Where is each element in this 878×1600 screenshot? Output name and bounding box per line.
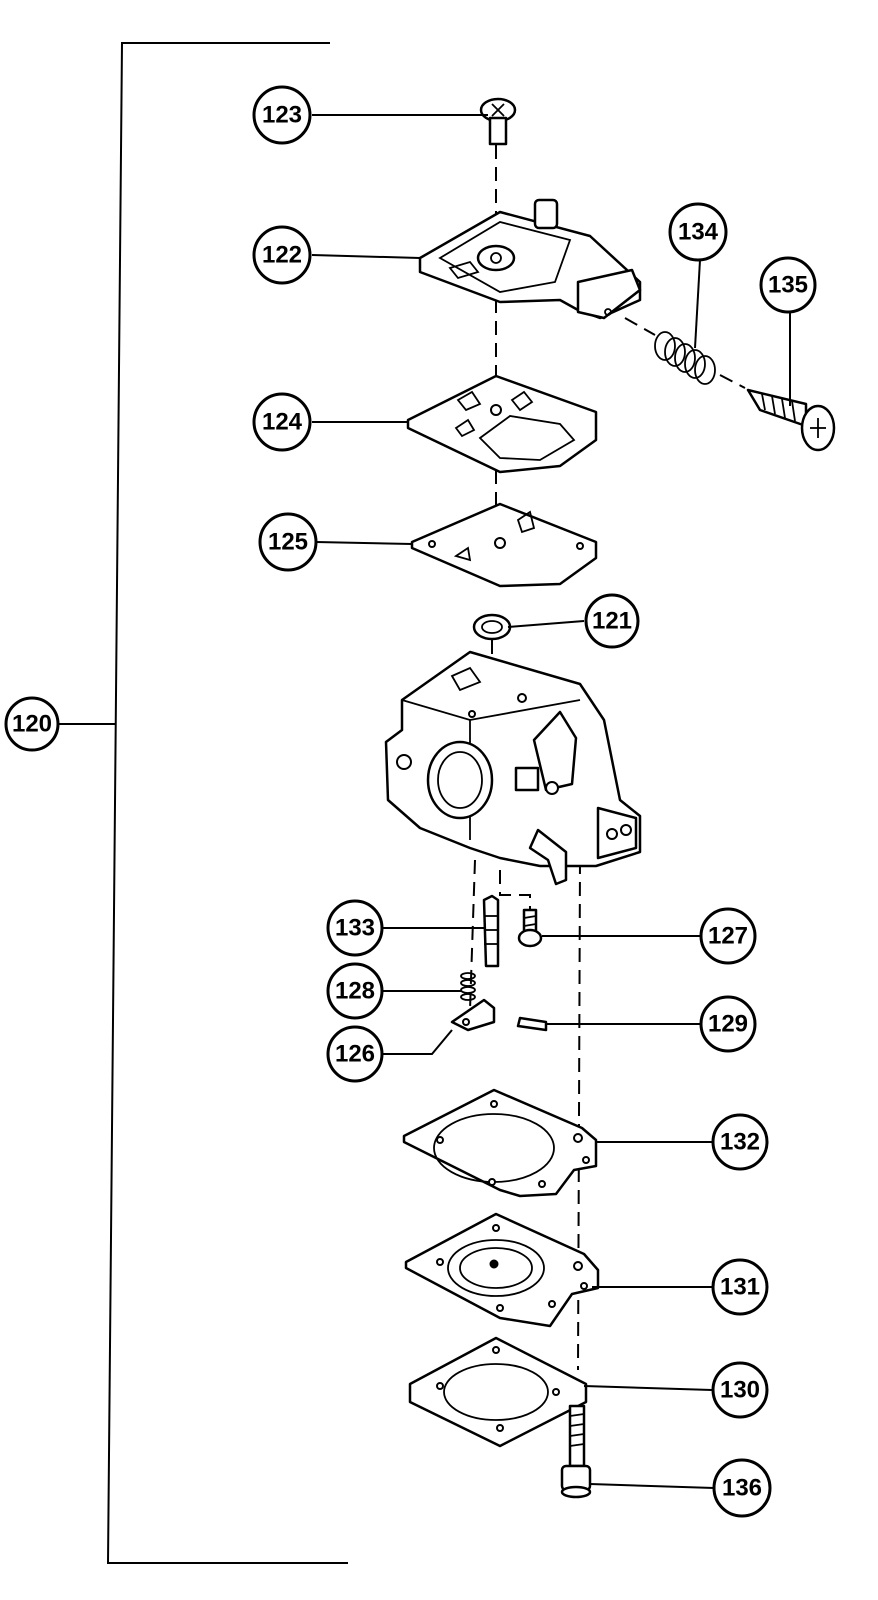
callout-133: 133 — [326, 899, 384, 957]
callout-131: 131 — [711, 1258, 769, 1316]
part-133-needle — [482, 894, 500, 968]
part-129-pin — [516, 1016, 548, 1032]
callout-129: 129 — [699, 995, 757, 1053]
callout-label: 121 — [592, 608, 632, 635]
callout-label: 127 — [708, 923, 748, 950]
assembly-bracket — [58, 42, 348, 1564]
callout-label: 136 — [722, 1475, 762, 1502]
callout-132: 132 — [711, 1113, 769, 1171]
part-125-diaphragm — [410, 502, 598, 588]
part-121-screen — [472, 613, 512, 641]
callout-126: 126 — [326, 1025, 384, 1083]
leader-lines — [311, 114, 791, 1489]
carburetor-body — [384, 650, 642, 886]
part-136-screw — [560, 1404, 592, 1499]
callout-label: 131 — [720, 1274, 760, 1301]
callout-label: 129 — [708, 1011, 748, 1038]
part-131-diaphragm — [404, 1212, 600, 1328]
part-127-screw — [517, 908, 543, 948]
callouts: 120 121 122 123 124 125 126 127 128 129 … — [4, 85, 817, 1518]
part-124-gasket — [406, 374, 598, 474]
callout-120: 120 — [4, 696, 60, 752]
callout-label: 130 — [720, 1377, 760, 1404]
callout-label: 134 — [678, 219, 719, 246]
callout-136: 136 — [712, 1458, 772, 1518]
part-128-spring — [460, 972, 476, 1001]
part-130-cover — [408, 1336, 588, 1448]
callout-125: 125 — [258, 512, 318, 572]
callout-label: 128 — [335, 978, 375, 1005]
callout-134: 134 — [668, 202, 728, 262]
callout-127: 127 — [699, 907, 757, 965]
callout-label: 120 — [12, 711, 52, 738]
callout-122: 122 — [252, 225, 312, 285]
callout-label: 126 — [335, 1041, 375, 1068]
part-126-lever — [450, 998, 496, 1032]
callout-130: 130 — [711, 1361, 769, 1419]
part-123-screw — [479, 97, 517, 146]
callout-label: 132 — [720, 1129, 760, 1156]
callout-label: 125 — [268, 529, 308, 556]
part-134-spring — [654, 331, 716, 385]
callout-128: 128 — [326, 962, 384, 1020]
part-122-pump-cover — [418, 198, 642, 320]
callout-135: 135 — [759, 256, 817, 314]
part-132-gasket — [402, 1088, 598, 1198]
callout-124: 124 — [252, 392, 312, 452]
callout-label: 124 — [262, 409, 303, 436]
callout-label: 135 — [768, 272, 808, 299]
part-135-screw — [746, 388, 836, 452]
callout-121: 121 — [584, 593, 640, 649]
callout-label: 123 — [262, 102, 302, 129]
callout-label: 122 — [262, 242, 302, 269]
callout-123: 123 — [252, 85, 312, 145]
callout-label: 133 — [335, 915, 375, 942]
